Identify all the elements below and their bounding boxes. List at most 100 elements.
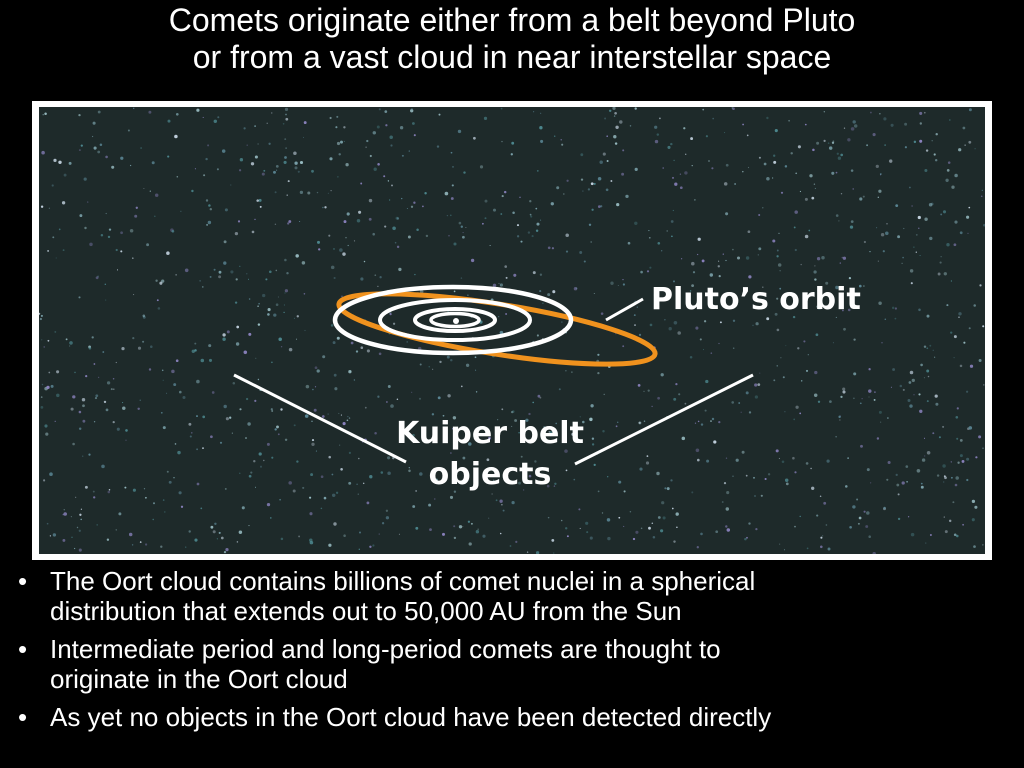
star-dot [424, 192, 427, 195]
star-dot [392, 322, 396, 325]
star-dot [804, 197, 808, 201]
star-dot [959, 438, 963, 442]
star-dot [396, 245, 400, 249]
star-dot [82, 419, 86, 423]
star-dot [868, 389, 872, 393]
star-dot [483, 425, 485, 428]
star-dot [934, 356, 936, 358]
star-dot [213, 119, 218, 124]
star-dot [285, 113, 287, 116]
star-dot [891, 306, 895, 310]
star-dot [823, 139, 826, 143]
star-dot [107, 490, 111, 494]
star-dot [216, 168, 219, 171]
star-dot [251, 230, 255, 234]
star-dot [896, 483, 900, 487]
star-dot [208, 344, 212, 348]
star-dot [327, 413, 329, 415]
star-dot [93, 421, 96, 423]
star-dot [582, 190, 584, 192]
star-dot [578, 508, 581, 511]
star-dot [565, 250, 569, 253]
star-dot [840, 193, 843, 195]
star-dot [256, 199, 259, 202]
star-dot [732, 248, 734, 251]
star-dot [120, 231, 123, 235]
star-dot [923, 437, 926, 439]
star-dot [795, 405, 799, 409]
star-dot [88, 346, 92, 350]
star-dot [885, 231, 889, 236]
star-dot [673, 397, 677, 401]
star-dot [296, 315, 299, 318]
star-dot [101, 464, 105, 469]
star-dot [343, 140, 345, 142]
star-dot [501, 140, 503, 143]
star-dot [462, 526, 464, 528]
star-dot [872, 551, 876, 554]
star-dot [450, 358, 453, 362]
star-dot [974, 505, 978, 509]
star-dot [245, 437, 247, 439]
star-dot [191, 349, 195, 353]
star-dot [54, 330, 57, 333]
star-dot [156, 299, 159, 302]
star-dot [929, 534, 932, 536]
star-dot [850, 127, 855, 131]
kuiper-leader-line-left [233, 373, 407, 464]
star-dot [115, 248, 118, 252]
star-dot [934, 158, 938, 162]
star-dot [280, 537, 284, 541]
star-dot [122, 406, 126, 410]
star-dot [632, 537, 636, 541]
star-dot [416, 228, 419, 232]
star-dot [258, 198, 262, 202]
star-dot [877, 196, 879, 198]
star-dot [980, 195, 983, 198]
star-dot [892, 368, 896, 371]
star-dot [615, 425, 618, 428]
star-dot [931, 139, 933, 142]
star-dot [378, 352, 382, 356]
star-dot [910, 532, 915, 537]
star-dot [623, 525, 625, 527]
star-dot [926, 314, 930, 318]
star-dot [613, 135, 617, 139]
star-dot [672, 209, 674, 212]
star-dot [886, 478, 889, 481]
star-dot [784, 478, 789, 482]
star-dot [52, 236, 55, 239]
star-dot [540, 139, 544, 143]
star-dot [792, 456, 795, 460]
star-dot [275, 269, 278, 272]
star-dot [216, 538, 219, 540]
star-dot [465, 226, 467, 229]
star-dot [516, 235, 520, 238]
star-dot [530, 215, 533, 218]
star-dot [810, 467, 812, 470]
star-dot [927, 375, 930, 378]
star-dot [159, 281, 163, 285]
star-dot [536, 334, 539, 337]
star-dot [93, 146, 97, 150]
star-dot [602, 152, 606, 156]
star-dot [954, 220, 958, 224]
star-dot [895, 473, 898, 477]
star-dot [164, 511, 166, 513]
star-dot [564, 449, 568, 453]
star-dot [942, 464, 946, 468]
star-dot [823, 111, 825, 113]
star-dot [418, 397, 422, 400]
star-dot [602, 430, 605, 433]
star-dot [547, 293, 551, 297]
star-dot [238, 530, 243, 535]
star-dot [500, 284, 502, 286]
star-dot [897, 517, 901, 521]
star-dot [597, 205, 601, 208]
star-dot [189, 435, 192, 438]
star-dot [295, 338, 298, 340]
star-dot [935, 402, 939, 406]
star-dot [191, 189, 194, 193]
star-dot [629, 125, 632, 127]
star-dot [777, 263, 782, 267]
